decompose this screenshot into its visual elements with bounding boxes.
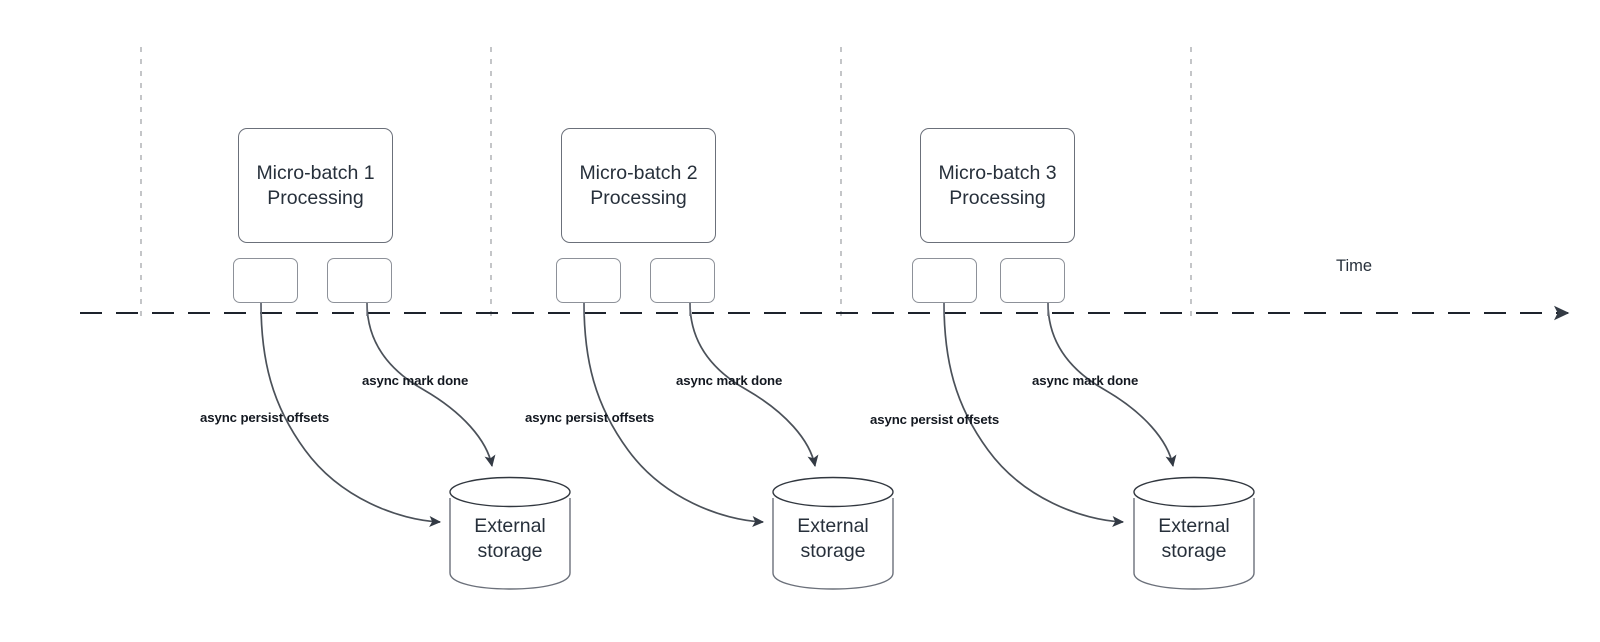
tick-box-3b[interactable]: [1000, 258, 1065, 303]
tick-box-1a[interactable]: [233, 258, 298, 303]
micro-batch-box-2[interactable]: Micro-batch 2 Processing: [561, 128, 716, 243]
tick-stems: [260, 303, 1049, 316]
group-3-connectors: [943, 302, 1177, 528]
external-storage-label-2: External storage: [797, 515, 869, 562]
external-storage-1[interactable]: External storage: [450, 478, 570, 589]
mark-done-arrow-1: [366, 302, 496, 468]
async-mark-done-label-3: async mark done: [1032, 373, 1139, 388]
mark-done-arrow-2: [689, 302, 819, 468]
micro-batch-box-3[interactable]: Micro-batch 3 Processing: [920, 128, 1075, 243]
group-2-connectors: [583, 302, 819, 528]
tick-box-1b[interactable]: [327, 258, 392, 303]
external-storage-shape-3: [1133, 476, 1255, 590]
micro-batch-label-1: Micro-batch 1 Processing: [256, 161, 375, 209]
micro-batch-box-1[interactable]: Micro-batch 1 Processing: [238, 128, 393, 243]
tick-box-2b[interactable]: [650, 258, 715, 303]
external-storage-label-3: External storage: [1158, 515, 1230, 562]
async-mark-done-label-2: async mark done: [676, 373, 783, 388]
external-storage-2[interactable]: External storage: [773, 478, 893, 589]
tick-box-2a[interactable]: [556, 258, 621, 303]
persist-offsets-arrow-1: [260, 302, 442, 528]
external-storage-3[interactable]: External storage: [1134, 478, 1254, 589]
external-storage-shape-2: [772, 476, 894, 590]
async-persist-offsets-label-1: async persist offsets: [200, 410, 330, 425]
persist-offsets-arrow-2: [583, 302, 765, 528]
tick-box-3a[interactable]: [912, 258, 977, 303]
external-storage-shape-1: [449, 476, 571, 590]
async-persist-offsets-label-2: async persist offsets: [525, 410, 655, 425]
external-storage-label-1: External storage: [474, 515, 546, 562]
persist-offsets-arrow-3: [943, 302, 1125, 528]
mark-done-arrow-3: [1047, 302, 1177, 468]
async-mark-done-label-1: async mark done: [362, 373, 469, 388]
group-1-connectors: [260, 302, 496, 528]
time-axis-label: Time: [1336, 257, 1373, 275]
micro-batch-label-2: Micro-batch 2 Processing: [579, 161, 698, 209]
micro-batch-label-3: Micro-batch 3 Processing: [938, 161, 1057, 209]
async-persist-offsets-label-3: async persist offsets: [870, 412, 1000, 427]
gridlines: [140, 47, 1192, 322]
